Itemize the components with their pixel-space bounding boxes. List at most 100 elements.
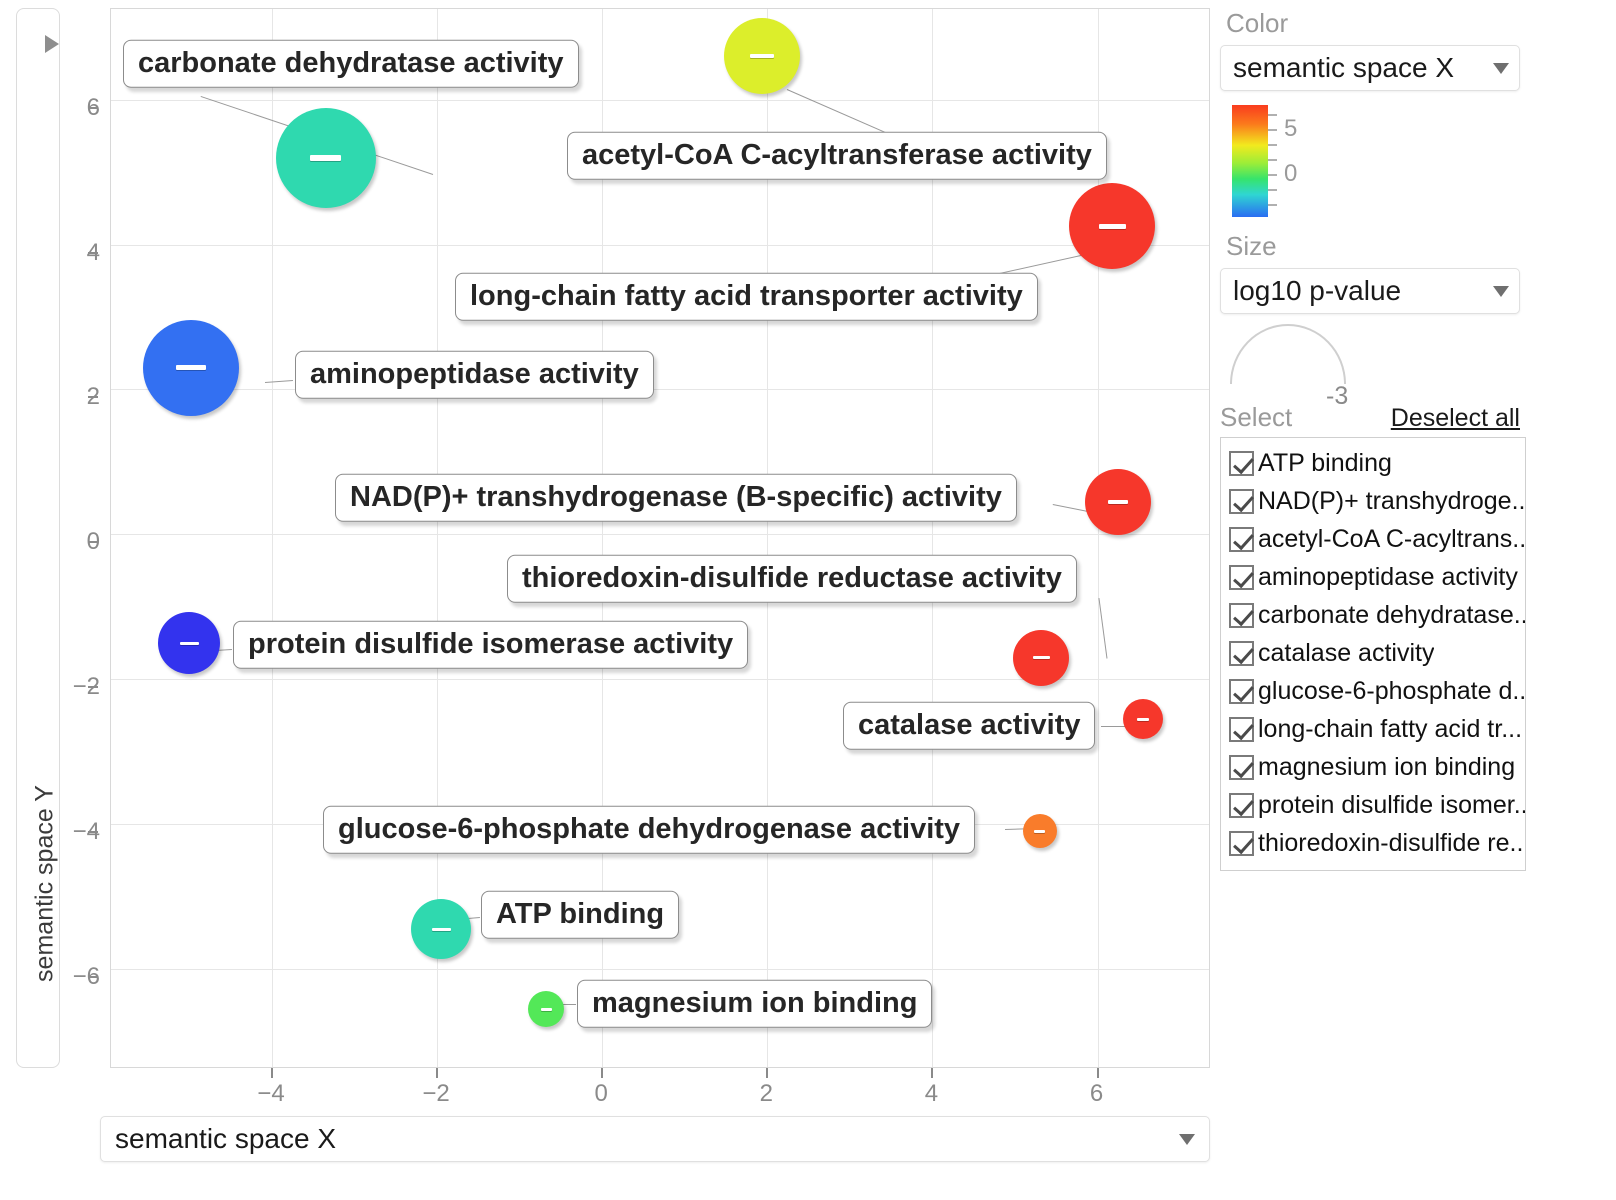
minus-icon[interactable] — [431, 927, 451, 931]
minus-icon[interactable] — [749, 54, 774, 59]
label-leader-line — [555, 1004, 576, 1005]
chevron-down-icon[interactable] — [1493, 285, 1509, 297]
point-label-callout[interactable]: ATP binding — [481, 890, 680, 940]
point-label-callout[interactable]: protein disulfide isomerase activity — [233, 620, 749, 670]
label-leader-line — [264, 380, 294, 383]
x-tick-mark — [1096, 1068, 1099, 1078]
checkbox-checked-icon[interactable] — [1229, 640, 1254, 666]
select-list-item-label: glucose-6-phosphate d... — [1258, 676, 1525, 705]
point-label-callout[interactable]: magnesium ion binding — [577, 979, 933, 1029]
select-section-header: Select Deselect all — [1220, 402, 1520, 433]
checkbox-checked-icon[interactable] — [1229, 754, 1254, 780]
minus-icon[interactable] — [1032, 656, 1050, 660]
point-label-callout[interactable]: catalase activity — [843, 701, 1096, 751]
x-tick-mark — [766, 1068, 769, 1078]
point-label-text: long-chain fatty acid transporter activi… — [470, 279, 1023, 312]
checkbox-checked-icon[interactable] — [1229, 830, 1254, 856]
minus-icon[interactable] — [1136, 717, 1149, 721]
x-tick-label: 6 — [1089, 1080, 1104, 1107]
scatter-bubble[interactable] — [1013, 629, 1070, 686]
minus-icon[interactable] — [1034, 829, 1046, 833]
scatter-plot-panel[interactable]: carbonate dehydratase activity acetyl-CoA… — [110, 8, 1210, 1068]
point-label-callout[interactable]: aminopeptidase activity — [295, 350, 654, 400]
y-tick-mark — [88, 251, 98, 254]
gridline-vertical — [767, 9, 769, 1067]
checkbox-checked-icon[interactable] — [1229, 450, 1254, 476]
minus-icon[interactable] — [540, 1007, 552, 1011]
select-list-item[interactable]: protein disulfide isomer... — [1221, 786, 1525, 824]
checkbox-checked-icon[interactable] — [1229, 716, 1254, 742]
select-list-item-label: acetyl-CoA C-acyltrans... — [1258, 524, 1525, 553]
select-list-item[interactable]: magnesium ion binding — [1221, 748, 1525, 786]
chevron-down-icon[interactable] — [1493, 62, 1509, 74]
gridline-horizontal — [111, 969, 1209, 971]
scatter-bubble[interactable] — [1085, 468, 1152, 535]
gridline-horizontal — [111, 244, 1209, 246]
deselect-all-link[interactable]: Deselect all — [1390, 404, 1520, 432]
color-select-value: semantic space X — [1233, 52, 1454, 83]
point-label-callout[interactable]: acetyl-CoA C-acyltransferase activity — [567, 131, 1107, 181]
checkbox-checked-icon[interactable] — [1229, 678, 1254, 704]
scatter-bubble[interactable] — [411, 899, 472, 960]
select-list-item[interactable]: catalase activity — [1221, 634, 1525, 672]
checkbox-checked-icon[interactable] — [1229, 488, 1254, 514]
point-label-callout[interactable]: glucose-6-phosphate dehydrogenase activi… — [323, 805, 976, 855]
select-list-item[interactable]: acetyl-CoA C-acyltrans... — [1221, 520, 1525, 558]
scatter-bubble[interactable] — [143, 319, 240, 416]
chevron-down-icon[interactable] — [1179, 1133, 1195, 1145]
select-list-item[interactable]: NAD(P)+ transhydroge... — [1221, 482, 1525, 520]
point-label-text: glucose-6-phosphate dehydrogenase activi… — [338, 812, 961, 845]
select-list-item[interactable]: ATP binding — [1221, 444, 1525, 482]
point-label-callout[interactable]: carbonate dehydratase activity — [123, 39, 579, 89]
scatter-bubble[interactable] — [158, 612, 221, 675]
point-label-callout[interactable]: long-chain fatty acid transporter activi… — [455, 272, 1038, 322]
select-list-item[interactable]: long-chain fatty acid tr... — [1221, 710, 1525, 748]
color-gradient-bar — [1232, 105, 1268, 217]
size-select[interactable]: log10 p-value — [1220, 268, 1520, 314]
y-tick-mark — [88, 396, 98, 399]
gridline-horizontal — [111, 534, 1209, 536]
minus-icon[interactable] — [179, 641, 199, 645]
minus-icon[interactable] — [310, 154, 342, 161]
scatter-bubble[interactable] — [1022, 814, 1057, 849]
size-section-label: Size — [1226, 231, 1277, 261]
x-axis-select[interactable]: semantic space X — [100, 1116, 1210, 1162]
minus-icon[interactable] — [1108, 499, 1129, 504]
minus-icon[interactable] — [176, 365, 207, 371]
x-tick-label: 0 — [594, 1080, 608, 1107]
checkbox-checked-icon[interactable] — [1229, 602, 1254, 628]
select-list-item-label: long-chain fatty acid tr... — [1258, 714, 1523, 743]
gridline-horizontal — [111, 679, 1209, 681]
controls-sidebar: Color semantic space X 5 0 Size log10 p-… — [1220, 8, 1610, 1068]
x-axis-select-value: semantic space X — [115, 1123, 336, 1154]
checkbox-checked-icon[interactable] — [1229, 564, 1254, 590]
select-list-item[interactable]: aminopeptidase activity — [1221, 558, 1525, 596]
point-label-callout[interactable]: thioredoxin-disulfide reductase activity — [507, 554, 1077, 604]
checkbox-checked-icon[interactable] — [1229, 792, 1254, 818]
gridline-vertical — [602, 9, 604, 1067]
minus-icon[interactable] — [1098, 223, 1126, 229]
select-list-item[interactable]: thioredoxin-disulfide re... — [1221, 824, 1525, 862]
left-rail-panel[interactable]: semantic space Y — [16, 8, 60, 1068]
scatter-bubble[interactable] — [723, 18, 800, 95]
color-select[interactable]: semantic space X — [1220, 45, 1520, 91]
scatter-bubble[interactable] — [1069, 183, 1156, 270]
select-list-item-label: ATP binding — [1258, 448, 1392, 477]
scatter-bubble[interactable] — [528, 991, 565, 1028]
x-tick-label: −2 — [422, 1080, 450, 1107]
checkbox-checked-icon[interactable] — [1229, 526, 1254, 552]
plot-area[interactable]: carbonate dehydratase activity acetyl-CoA… — [111, 9, 1209, 1067]
x-tick-label: 2 — [759, 1080, 773, 1107]
select-list-item[interactable]: carbonate dehydratase... — [1221, 596, 1525, 634]
scatter-bubble[interactable] — [275, 107, 376, 208]
select-list-item-label: magnesium ion binding — [1258, 752, 1516, 781]
select-list-item[interactable]: glucose-6-phosphate d... — [1221, 672, 1525, 710]
point-label-text: ATP binding — [496, 897, 665, 930]
point-label-callout[interactable]: NAD(P)+ transhydrogenase (B-specific) ac… — [335, 473, 1017, 523]
scatter-bubble[interactable] — [1122, 699, 1163, 740]
select-list-item-label: aminopeptidase activity — [1258, 562, 1518, 591]
play-triangle-icon[interactable] — [45, 35, 59, 53]
